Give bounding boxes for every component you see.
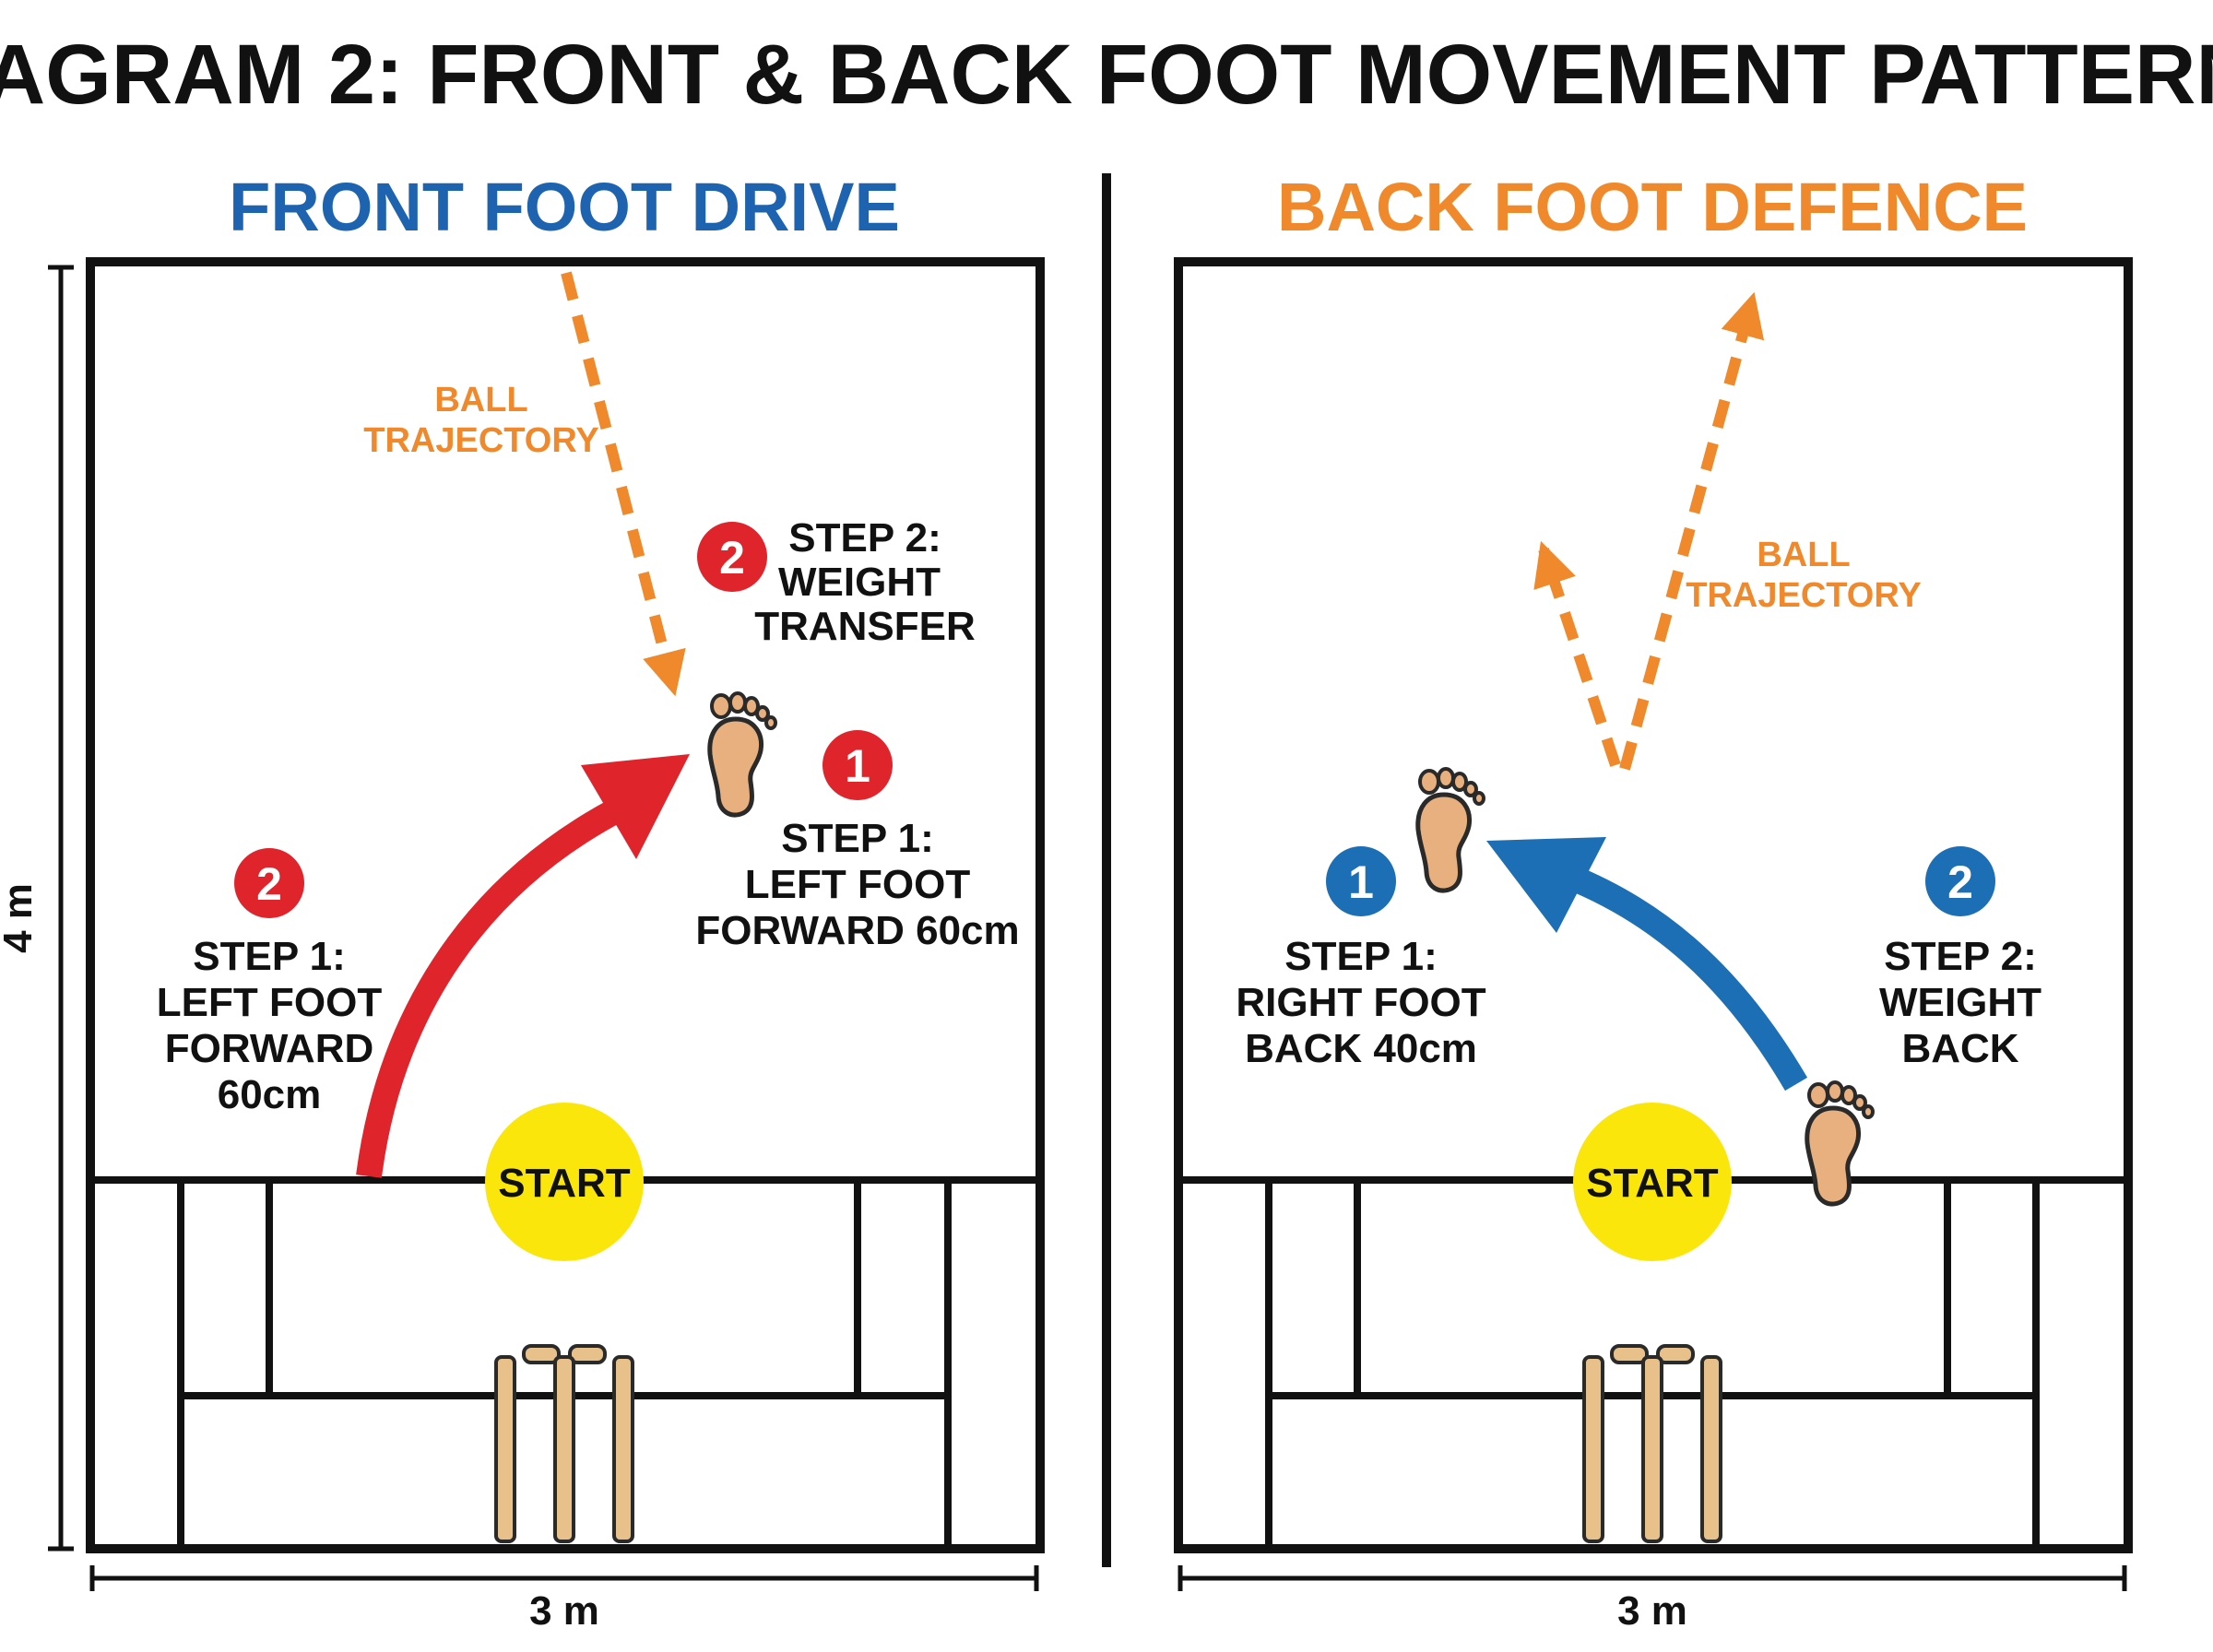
right-step1-text-line2: RIGHT FOOT	[1236, 980, 1485, 1025]
left-side-step-text-line1: STEP 1:	[193, 934, 345, 979]
left-side-step-text-line2: LEFT FOOT	[157, 980, 383, 1025]
footprint-icon	[1807, 1082, 1873, 1204]
left-side-step-marker	[234, 848, 304, 918]
main-title: DIAGRAM 2: FRONT & BACK FOOT MOVEMENT PA…	[0, 28, 2213, 122]
left-side-step-text-line4: 60cm	[218, 1072, 322, 1117]
left-field	[86, 257, 1045, 1553]
footprint-icon	[710, 693, 775, 815]
right-step1-text-line1: STEP 1:	[1284, 934, 1437, 979]
left-side-step-number: 2	[256, 858, 282, 910]
left-side-step-text-line3: FORWARD	[165, 1026, 374, 1071]
right-step1-text-line3: BACK 40cm	[1245, 1026, 1477, 1071]
right-step2-marker	[1925, 846, 1995, 916]
right-step1-number: 1	[1348, 856, 1374, 908]
left-step2-number: 2	[719, 532, 745, 584]
left-ball-label-line2: TRAJECTORY	[363, 421, 598, 460]
left-step1-text-line2: LEFT FOOT	[745, 862, 971, 907]
right-movement-arrowhead	[1486, 837, 1606, 933]
left-step1-marker	[822, 730, 893, 800]
left-movement-arrowhead	[581, 754, 690, 859]
right-step2-number: 2	[1947, 856, 1973, 908]
height-label: 4 m	[0, 883, 41, 953]
left-ball-label-line1: BALL	[434, 381, 527, 419]
right-step2-text-line3: BACK	[1901, 1026, 2018, 1071]
right-start-label: START	[1586, 1161, 1719, 1206]
left-ball-trajectory	[561, 271, 686, 697]
left-step1-text-line3: FORWARD 60cm	[695, 908, 1019, 953]
left-step1-number: 1	[845, 740, 870, 792]
left-start-label: START	[498, 1161, 631, 1206]
right-width-label: 3 m	[1617, 1588, 1687, 1634]
right-movement-arrow	[1562, 864, 1808, 1092]
wicket-stumps-icon	[494, 1344, 634, 1543]
right-ball-trajectory-deflect	[1533, 540, 1621, 767]
left-width-label: 3 m	[529, 1588, 599, 1634]
left-panel-title: FRONT FOOT DRIVE	[229, 169, 900, 245]
left-start-circle	[485, 1103, 644, 1261]
right-start-circle	[1573, 1103, 1732, 1261]
footprint-icon	[1418, 769, 1484, 891]
left-step1-text-line1: STEP 1:	[781, 816, 933, 861]
left-step2-text-line3: TRANSFER	[754, 604, 976, 649]
right-step1-marker	[1326, 846, 1396, 916]
right-ball-trajectory-up	[1619, 291, 1765, 771]
left-step2-marker	[697, 522, 767, 592]
wicket-stumps-icon	[1582, 1344, 1722, 1543]
left-step2-text-line2: WEIGHT	[778, 560, 941, 605]
right-panel-title: BACK FOOT DEFENCE	[1277, 169, 2028, 245]
right-panel: BACK FOOT DEFENCE 3 m BALL TRAJECTORY ST…	[1174, 169, 2133, 1634]
right-field	[1174, 257, 2133, 1553]
right-ball-label-line1: BALL	[1757, 536, 1850, 574]
right-step2-text-line2: WEIGHT	[1879, 980, 2041, 1025]
right-step2-text-line1: STEP 2:	[1884, 934, 2036, 979]
left-step2-text-line1: STEP 2:	[788, 515, 941, 560]
left-panel: FRONT FOOT DRIVE 4 m 3 m BALL TRAJECTORY	[0, 169, 1045, 1634]
right-ball-label-line2: TRAJECTORY	[1686, 576, 1921, 615]
left-movement-arrow	[356, 788, 643, 1178]
